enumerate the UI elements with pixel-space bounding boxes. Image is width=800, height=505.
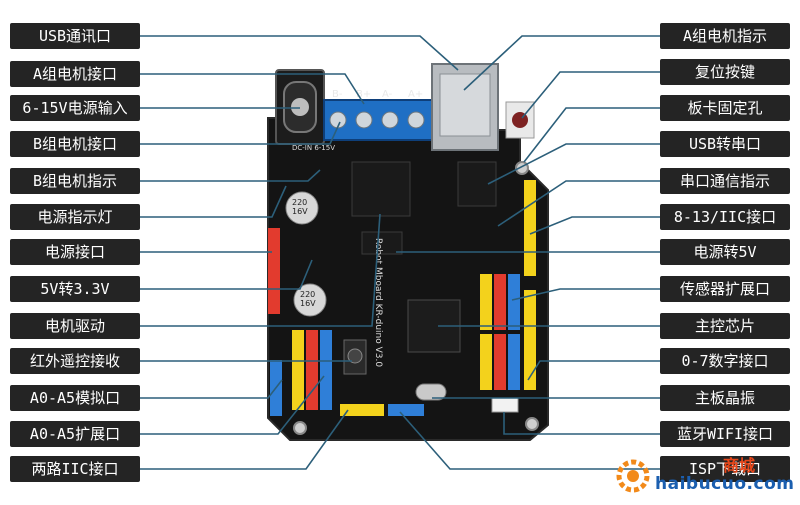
ir-receiver <box>343 339 367 375</box>
label-analog-ports: A0-A5模拟口 <box>10 385 140 411</box>
label-analog-expansion: A0-A5扩展口 <box>10 421 140 447</box>
leader-line <box>527 360 660 381</box>
motor-terminal-block <box>323 99 433 141</box>
header-digital-top <box>480 274 520 330</box>
leader-line <box>140 213 381 327</box>
label-mount-hole: 板卡固定孔 <box>660 95 790 121</box>
watermark-brand: 商城 <box>723 456 756 475</box>
leader-line <box>140 35 459 71</box>
label-serial-indicator: 串口通信指示 <box>660 168 790 194</box>
label-ir-receiver: 红外遥控接收 <box>10 348 140 374</box>
label-motor-a-indicator: A组电机指示 <box>660 23 790 49</box>
power-silk: DC-IN 6-15V <box>292 144 335 152</box>
usb-serial-chip <box>457 161 497 207</box>
leader-line <box>140 375 325 435</box>
terminal-label-a-minus: A- <box>382 89 393 100</box>
svg-text:16V: 16V <box>300 299 316 308</box>
label-usb-serial: USB转串口 <box>660 131 790 157</box>
capacitor-1: 220 16V <box>285 191 319 225</box>
usb-connector <box>431 63 499 151</box>
label-sensor-expansion: 传感器扩展口 <box>660 276 790 302</box>
leader-line <box>523 107 660 163</box>
leader-line <box>511 288 660 301</box>
leader-line <box>521 71 660 119</box>
leader-line <box>529 216 660 235</box>
terminal-label-a-plus: A+ <box>408 89 423 100</box>
label-motor-a-port: A组电机接口 <box>10 61 140 87</box>
leader-line <box>140 73 365 105</box>
leader-line <box>463 35 660 91</box>
svg-text:16V: 16V <box>292 207 308 216</box>
leader-line <box>140 185 287 218</box>
label-crystal: 主板晶振 <box>660 385 790 411</box>
header-digital-bottom <box>480 334 520 390</box>
label-power-5v: 电源转5V <box>660 239 790 265</box>
label-digital-0-7: 0-7数字接口 <box>660 348 790 374</box>
label-motor-b-port: B组电机接口 <box>10 131 140 157</box>
label-motor-b-indicator: B组电机指示 <box>10 168 140 194</box>
bluetooth-connector <box>491 397 519 413</box>
label-iic-ports: 两路IIC接口 <box>10 456 140 482</box>
mount-hole <box>293 421 307 435</box>
leader-line <box>140 379 283 399</box>
header-iic-bottom <box>340 404 424 416</box>
watermark-site: haibucuo.com <box>655 474 795 494</box>
label-power-header: 电源接口 <box>10 239 140 265</box>
label-reset-button: 复位按键 <box>660 59 790 85</box>
board-silk-name: Robot Mboard KR-duino V3.0 <box>373 238 383 367</box>
watermark: 商城 haibucuo.com <box>605 450 795 502</box>
label-8-13-iic: 8-13/IIC接口 <box>660 204 790 230</box>
leader-lines <box>140 35 660 470</box>
leader-line <box>140 409 349 470</box>
leader-line <box>140 121 341 145</box>
label-main-chip: 主控芯片 <box>660 313 790 339</box>
label-isp-download: ISP下载口 <box>660 456 790 482</box>
leader-line <box>140 259 313 290</box>
leader-line <box>487 143 660 185</box>
header-analog <box>292 330 332 410</box>
label-usb-port: USB通讯口 <box>10 23 140 49</box>
regulator-chip <box>361 231 403 255</box>
svg-text:220: 220 <box>292 198 307 207</box>
label-power-led: 电源指示灯 <box>10 204 140 230</box>
leader-line <box>497 180 660 227</box>
header-red-left <box>268 228 280 314</box>
dc-jack <box>275 69 325 145</box>
mount-hole <box>525 417 539 431</box>
label-bt-wifi: 蓝牙WIFI接口 <box>660 421 790 447</box>
terminal-label-b-plus: B+ <box>356 89 371 100</box>
capacitor-2: 220 16V <box>293 283 327 317</box>
label-motor-driver: 电机驱动 <box>10 313 140 339</box>
gear-logo-icon <box>616 459 650 493</box>
label-5v-3v3: 5V转3.3V <box>10 276 140 302</box>
leader-line <box>399 411 660 470</box>
crystal <box>415 383 447 401</box>
leader-line <box>140 169 321 182</box>
motor-driver-chip <box>351 161 411 217</box>
svg-text:220: 220 <box>300 290 315 299</box>
leader-line <box>503 412 660 435</box>
label-power-input: 6-15V电源输入 <box>10 95 140 121</box>
terminal-label-b-minus: B- <box>332 89 343 100</box>
